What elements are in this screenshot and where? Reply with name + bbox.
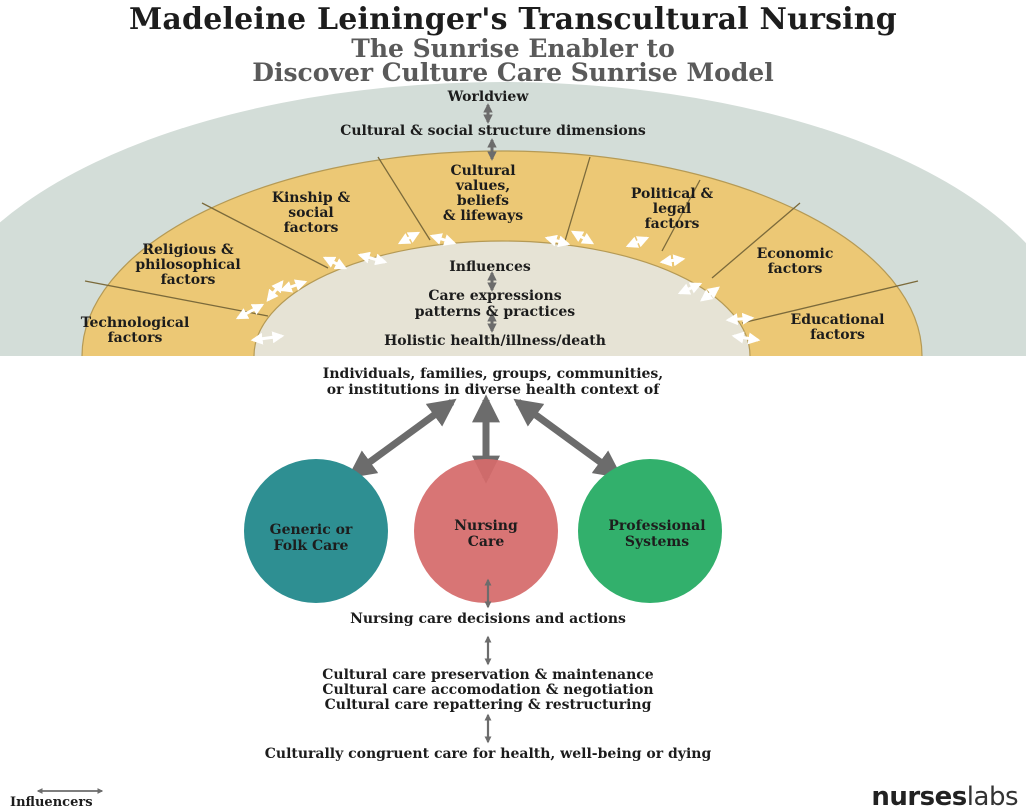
arrow-to-professional-systems	[513, 398, 623, 479]
holistic-health-label: Holistic health/illness/death	[384, 333, 606, 349]
generic-folk-care-circle	[244, 459, 388, 603]
worldview-label: Worldview	[447, 89, 529, 105]
individuals-label: Individuals, families, groups, communiti…	[322, 366, 664, 398]
care-modes-label: Cultural care preservation & maintenance…	[322, 667, 654, 713]
arrow-to-generic-care	[347, 398, 457, 479]
subtitle-line-1: The Sunrise Enabler to	[351, 34, 675, 63]
legend-influencers-label: Influencers	[10, 795, 93, 810]
page-title: Madeleine Leininger's Transcultural Nurs…	[129, 2, 897, 37]
inner-dome	[253, 240, 751, 356]
nursing-decisions-label: Nursing care decisions and actions	[350, 611, 626, 627]
nurseslabs-logo: nurseslabs	[871, 782, 1018, 812]
culturally-congruent-care-label: Culturally congruent care for health, we…	[264, 746, 712, 762]
nursing-care-circle	[414, 459, 558, 603]
professional-systems-circle	[578, 459, 722, 603]
influence-arrows	[235, 230, 761, 345]
cultural-social-dimensions-label: Cultural & social structure dimensions	[340, 123, 646, 139]
influences-label: Influences	[449, 259, 531, 275]
